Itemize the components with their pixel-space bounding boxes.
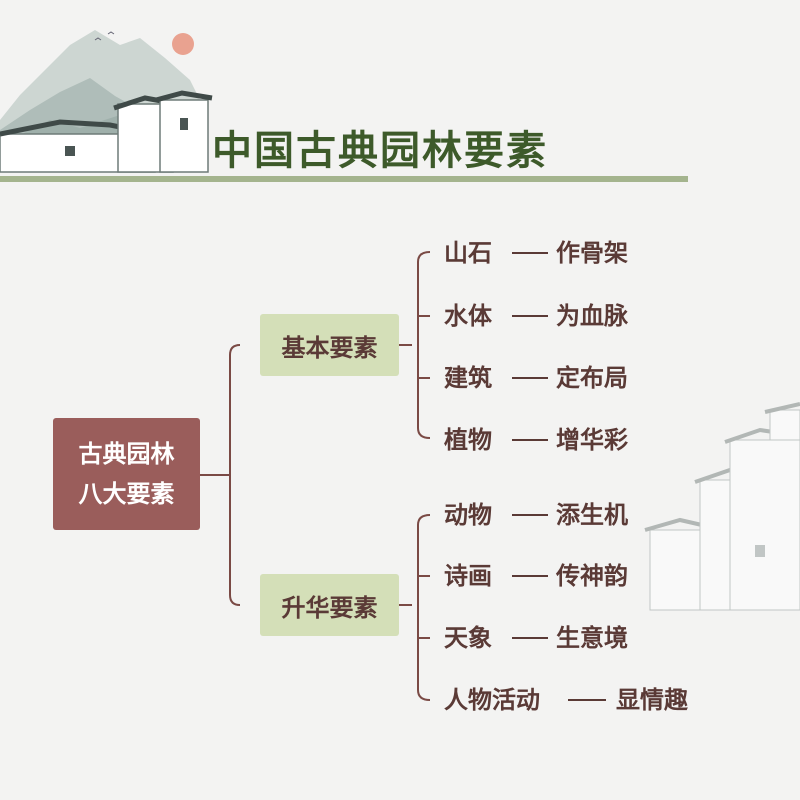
root-node: 古典园林 八大要素: [53, 418, 200, 530]
houses-illustration-left: [0, 90, 213, 173]
title-underline: [0, 176, 688, 182]
element-role: 增华彩: [556, 426, 628, 454]
element-role: 显情趣: [616, 686, 688, 714]
element-role: 作骨架: [556, 239, 628, 267]
sun-icon: [172, 33, 194, 55]
element-role: 添生机: [556, 501, 628, 529]
element-name: 动物: [444, 501, 492, 529]
element-role: 生意境: [556, 624, 628, 652]
page-title: 中国古典园林要素: [212, 128, 548, 174]
element-name: 植物: [444, 426, 492, 454]
element-name: 山石: [444, 239, 492, 267]
connector-branch-2-trunk: [417, 514, 431, 701]
element-role: 定布局: [556, 364, 628, 392]
element-role: 为血脉: [556, 302, 628, 330]
root-node-line-1: 古典园林: [78, 440, 175, 468]
element-name: 建筑: [444, 364, 492, 392]
element-name: 水体: [444, 302, 492, 330]
connector-root-trunk: [229, 344, 241, 606]
category-node-basic: 基本要素: [260, 314, 399, 376]
element-name: 天象: [444, 624, 492, 652]
element-name: 诗画: [444, 562, 492, 590]
connector-branch-1-trunk: [417, 251, 431, 439]
element-role: 传神韵: [556, 562, 628, 590]
dash-lines: [512, 252, 606, 701]
element-name: 人物活动: [444, 686, 540, 714]
houses-illustration-right: [644, 402, 800, 611]
root-node-line-2: 八大要素: [78, 480, 175, 508]
connector-lines: [200, 251, 431, 701]
category-node-sublimation: 升华要素: [260, 574, 399, 636]
